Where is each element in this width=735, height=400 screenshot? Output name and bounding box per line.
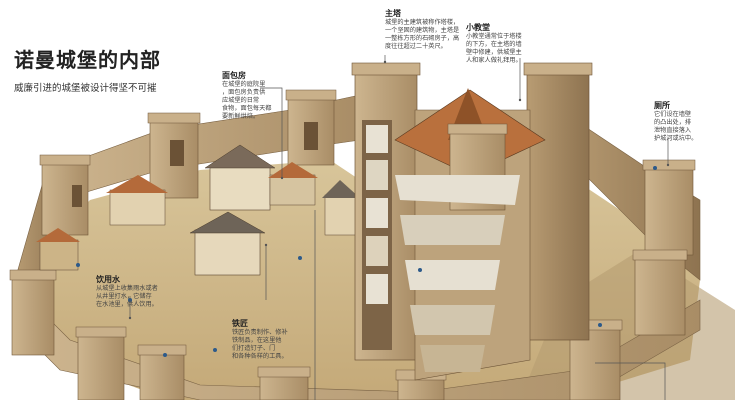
- tower-front-centre-left: [137, 344, 187, 400]
- label-latrine-title: 厕所: [654, 101, 670, 110]
- hall-building-left: [106, 175, 168, 226]
- label-keep-line: 度往往超过二十英尺。: [385, 43, 447, 50]
- keep: [351, 62, 593, 381]
- label-latrine: 厕所 它们设在墙壁 的凸出处，排 泄物直接落入 护城河或坑中。: [654, 100, 724, 143]
- label-keep-line: 一整栋方形的石砌房子，高: [385, 35, 460, 42]
- label-kitchen-line: 要新鲜烘焙。: [222, 113, 260, 120]
- tower-right: [642, 159, 696, 256]
- label-chapel-title: 小教堂: [466, 23, 490, 32]
- label-chapel-line: 人和家人做礼拜用。: [466, 57, 522, 64]
- label-smithy-title: 铁匠: [232, 319, 248, 328]
- tower-front-left: [75, 326, 127, 400]
- label-well-line: 从井里打水，它储存: [96, 293, 152, 300]
- shed-left: [36, 228, 80, 271]
- label-smithy-line: 铁制品，在这里他: [232, 337, 282, 344]
- label-kitchen: 面包房 在城堡的庭院里 ，面包房负责供 应城堡的日常 食物，面包每天都 要新鲜烘…: [222, 70, 284, 121]
- smithy-building: [189, 211, 266, 276]
- bakery-building: [204, 144, 318, 211]
- label-latrine-line: 泄物直接落入: [654, 127, 692, 134]
- tower-right-front: [632, 249, 688, 336]
- label-keep: 主塔 城堡的主建筑被称作塔楼， 一个坚固的建筑物，主塔是 一整栋方形的石砌房子，…: [385, 8, 465, 51]
- tower-mid-back: [147, 112, 201, 199]
- tower-left-back: [39, 154, 91, 236]
- label-chapel: 小教堂 小教堂通常位于塔楼 的下方，在主塔的墙 壁中修建，供城堡主 人和家人做礼…: [466, 22, 536, 65]
- label-kitchen-line: 食物，面包每天都: [222, 105, 272, 112]
- label-keep-line: 一个坚固的建筑物，主塔是: [385, 27, 460, 34]
- label-kitchen-line: 应城堡的日常: [222, 97, 260, 104]
- label-well-line: 从城堡上收集雨水或者: [96, 285, 158, 292]
- label-kitchen-line: ，面包房负责供: [222, 89, 266, 96]
- page-title: 诺曼城堡的内部: [14, 48, 161, 72]
- tower-centre-back: [285, 89, 337, 166]
- label-keep-title: 主塔: [385, 9, 401, 18]
- label-well-title: 饮用水: [96, 275, 120, 284]
- label-chapel-line: 壁中修建，供城堡主: [466, 49, 522, 56]
- label-smithy-line: 和各种各样的工具。: [232, 353, 288, 360]
- leader-lines: [128, 55, 670, 400]
- label-chapel-line: 的下方，在主塔的墙: [466, 41, 522, 48]
- label-latrine-line: 护城河或坑中。: [654, 135, 698, 142]
- label-well: 饮用水 从城堡上收集雨水或者 从井里打水，它储存 在水池里，供人饮用。: [96, 274, 171, 309]
- label-smithy-line: 铁匠负责制作、修补: [232, 329, 288, 336]
- label-kitchen-line: 在城堡的庭院里: [222, 81, 266, 88]
- label-smithy-line: 们打造钉子、门: [232, 345, 276, 352]
- tower-front-centre: [257, 366, 311, 400]
- label-latrine-line: 它们设在墙壁: [654, 111, 692, 118]
- label-keep-line: 城堡的主建筑被称作塔楼，: [385, 19, 460, 26]
- store-building: [322, 180, 360, 236]
- label-well-line: 在水池里，供人饮用。: [96, 301, 158, 308]
- page-subtitle: 威廉引进的城堡被设计得坚不可摧: [14, 83, 157, 94]
- label-latrine-line: 的凸出处，排: [654, 119, 692, 126]
- label-kitchen-title: 面包房: [222, 71, 246, 80]
- tower-left-front: [9, 269, 57, 356]
- label-smithy: 铁匠 铁匠负责制作、修补 铁制品，在这里他 们打造钉子、门 和各种各样的工具。: [232, 318, 307, 361]
- label-chapel-line: 小教堂通常位于塔楼: [466, 33, 522, 40]
